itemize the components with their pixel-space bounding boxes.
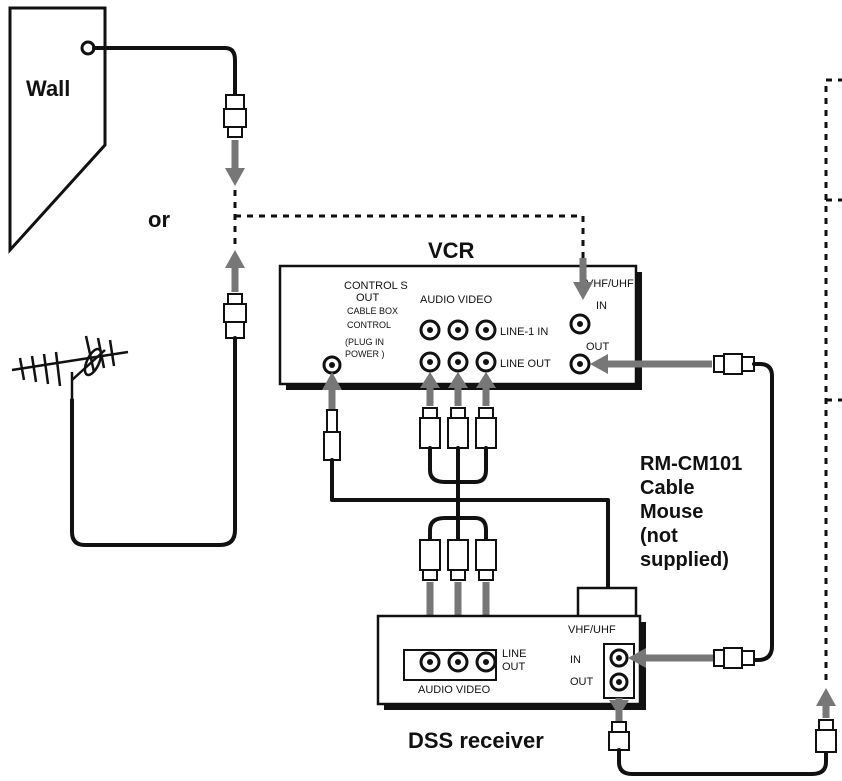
vcr-rf-out-arrow-icon xyxy=(590,354,712,374)
control-s-plug-icon xyxy=(322,372,342,461)
dss-out-to-tv-cable xyxy=(617,748,828,776)
vcr-rf-in-arrow-icon xyxy=(573,258,593,300)
dss-rf-out-arrow-icon xyxy=(609,698,629,722)
dss-rf-in-jack xyxy=(609,648,629,668)
vcr-line-out-jacks xyxy=(419,351,497,373)
vcr-panel-labels: CONTROL S OUT CABLE BOX CONTROL (PLUG IN… xyxy=(344,278,634,370)
vcr-vhf-uhf-label: VHF/UHF xyxy=(586,278,634,290)
cable-mouse-line-1: RM-CM101 xyxy=(640,453,742,475)
wall-cable xyxy=(92,46,237,97)
dss-panel-labels: LINE OUT AUDIO VIDEO VHF/UHF IN OUT xyxy=(418,624,616,696)
vcr-av-up-arrows-icon xyxy=(420,372,496,406)
dss-audio-video-label: AUDIO VIDEO xyxy=(418,684,491,696)
cable-mouse-line-5: supplied) xyxy=(640,549,729,571)
vcr-line-out-label: LINE OUT xyxy=(500,358,551,370)
vcr-rf-out-jack xyxy=(569,353,591,375)
dss-rca-plugs-icon xyxy=(419,539,497,581)
vcr-control-s-out-label: OUT xyxy=(356,292,380,304)
dss-av-out-jacks xyxy=(419,651,497,673)
dss-receiver-title: DSS receiver xyxy=(408,728,544,753)
tv-cable-connector-icon xyxy=(815,719,837,753)
cable-mouse-line-2: Cable xyxy=(640,477,694,499)
vcr-control-s-label: CONTROL S xyxy=(344,280,408,292)
antenna-cable-connector-icon xyxy=(223,293,247,339)
vcr-power-label: POWER ) xyxy=(345,349,385,359)
vcr-rf-in-jack xyxy=(569,313,591,335)
cable-mouse-label: RM-CM101 Cable Mouse (not supplied) xyxy=(640,453,742,571)
vcr-cable-box-label: CABLE BOX xyxy=(347,306,398,316)
dss-out-label: OUT xyxy=(570,676,594,688)
vcr-line1-in-jacks xyxy=(419,319,497,341)
antenna-cable xyxy=(70,336,237,547)
vcr-line1-in-label: LINE-1 IN xyxy=(500,326,548,338)
wall-label: Wall xyxy=(26,76,70,101)
vcr-rf-out-connector-icon xyxy=(713,353,755,375)
dashed-wall-to-vcr-line xyxy=(233,190,585,258)
dss-line-label: LINE xyxy=(502,648,526,660)
dss-rf-out-connector-icon xyxy=(608,721,630,751)
wall-down-arrow-icon xyxy=(225,140,245,186)
wall-outlet: Wall xyxy=(8,6,107,254)
dss-in-label: IN xyxy=(570,654,581,666)
vcr-to-dss-rf-cable xyxy=(752,362,774,662)
tv-dashed-line xyxy=(824,78,842,680)
tv-up-arrow-icon xyxy=(816,688,836,718)
vcr-plug-in-label: (PLUG IN xyxy=(345,337,384,347)
vcr-av-cable xyxy=(428,446,488,542)
antenna-icon xyxy=(11,335,129,410)
vcr-in-label: IN xyxy=(596,300,607,312)
vcr-audio-video-label: AUDIO VIDEO xyxy=(420,294,493,306)
cable-mouse-line-3: Mouse xyxy=(640,501,703,523)
cable-mouse-line-4: (not xyxy=(640,525,678,547)
cable-mouse-box xyxy=(576,586,638,620)
control-s-cable xyxy=(330,458,610,616)
dss-rf-in-arrow-icon xyxy=(628,648,714,668)
dss-rf-out-jack xyxy=(609,672,629,692)
dss-line-out-label: OUT xyxy=(502,661,526,673)
dss-vhf-uhf-label: VHF/UHF xyxy=(568,624,616,636)
vcr-rca-plugs-icon xyxy=(419,407,497,449)
dss-rf-in-connector-icon xyxy=(713,647,755,669)
vcr-out-label: OUT xyxy=(586,341,610,353)
vcr-cable-box-control-label: CONTROL xyxy=(347,320,391,330)
antenna-up-arrow-icon xyxy=(225,250,245,292)
wall-cable-connector-icon xyxy=(223,94,247,138)
vcr-control-s-jack xyxy=(322,355,342,375)
or-label: or xyxy=(148,207,170,232)
vcr-title: VCR xyxy=(428,238,475,263)
